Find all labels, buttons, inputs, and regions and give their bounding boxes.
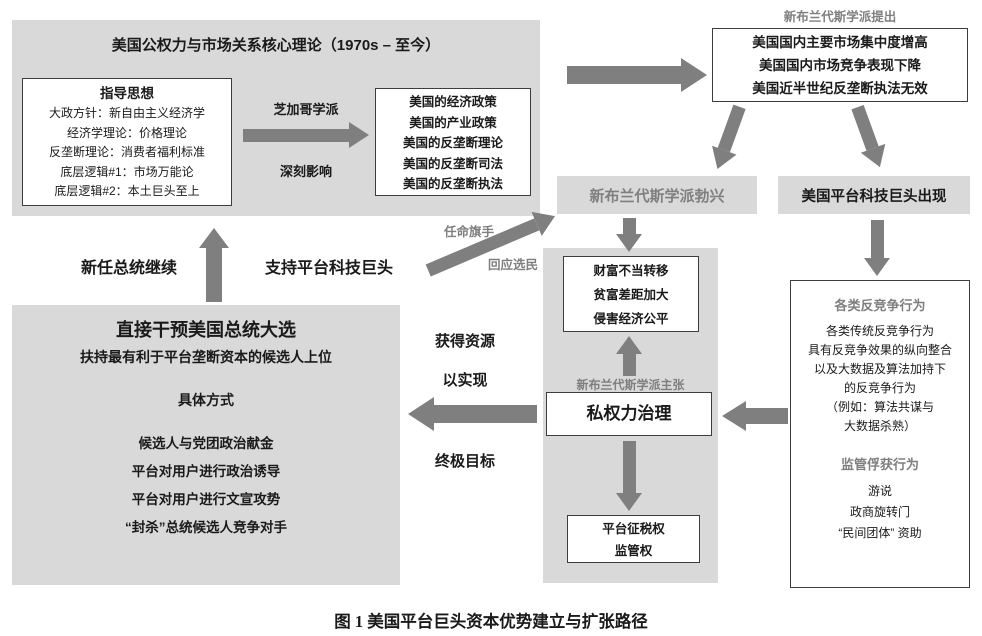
anticompetitive-line: 以及大数据及算法加持下 — [813, 362, 946, 376]
arrow-shaft — [851, 104, 880, 151]
arrow-head — [616, 234, 642, 252]
anticompetitive-header: 各类反竞争行为 — [834, 298, 926, 313]
arrow-shaft — [622, 218, 636, 234]
harms-box: 财富不当转移 贫富差距加大 侵害经济公平 — [563, 256, 699, 332]
harm-line: 贫富差距加大 — [593, 288, 669, 302]
guiding-ideology-box: 指导思想 大政方针：新自由主义经济学 经济学理论：价格理论 反垄断理论：消费者福… — [22, 78, 232, 206]
profound-influence-label: 深刻影响 — [279, 164, 332, 179]
guiding-title: 指导思想 — [100, 86, 154, 101]
arrow-head — [681, 58, 707, 92]
anticompetitive-line: 大数据杀熟） — [843, 419, 916, 433]
anticompetitive-line: （例如：算法共谋与 — [825, 400, 934, 414]
platform-giants-box: 美国平台科技巨头出现 — [778, 176, 970, 214]
policy-box: 美国的经济政策 美国的产业政策 美国的反垄断理论 美国的反垄断司法 美国的反垄断… — [375, 88, 531, 196]
proposal-box: 美国国内主要市场集中度增高 美国国内市场竞争表现下降 美国近半世纪反垄断执法无效 — [712, 28, 968, 102]
private-power-governance-box: 私权力治理 — [546, 392, 712, 436]
election-subtitle: 扶持最有利于平台垄断资本的候选人上位 — [80, 349, 332, 365]
power-line: 平台征税权 — [602, 522, 665, 536]
policy-line: 美国的产业政策 — [409, 115, 497, 130]
private-power-governance-label: 私权力治理 — [586, 404, 672, 423]
policy-line: 美国的经济政策 — [409, 95, 497, 109]
arrow-shaft — [746, 408, 788, 424]
arrow-down-right-icon — [845, 102, 893, 172]
arrow-shaft — [622, 441, 636, 493]
ultimate-goal-label: 终极目标 — [434, 453, 495, 470]
anticompetitive-line: 具有反竞争效果的纵向整合 — [807, 343, 952, 357]
regulatory-capture-lines: 游说 政商旋转门 “民间团体” 资助 — [791, 481, 969, 544]
brandeis-rise-label: 新布兰代斯学派勃兴 — [589, 187, 725, 205]
arrow-down-icon — [615, 218, 643, 252]
arrow-down-icon — [863, 220, 891, 276]
arrow-right-icon — [567, 58, 707, 92]
guiding-line: 经济学理论：价格理论 — [66, 125, 187, 140]
arrow-head — [349, 122, 369, 148]
regulatory-capture-line: 政商旋转门 — [849, 505, 910, 519]
method-item: “封杀”总统候选人竞争对手 — [125, 520, 287, 535]
arrow-head — [722, 401, 746, 431]
policy-line: 美国的反垄断司法 — [402, 156, 503, 171]
proposal-line: 美国近半世纪反垄断执法无效 — [752, 81, 928, 96]
election-panel — [12, 305, 400, 585]
arrow-down-icon — [615, 441, 643, 511]
anticompetitive-line: 各类传统反竞争行为 — [825, 324, 934, 338]
proposal-line: 美国国内主要市场集中度增高 — [752, 35, 928, 50]
arrow-shaft — [718, 104, 747, 153]
arrow-left-icon — [722, 401, 788, 431]
anticompetitive-box: 各类反竞争行为 各类传统反竞争行为 具有反竞争效果的纵向整合 以及大数据及算法加… — [790, 280, 970, 588]
harm-line: 财富不当转移 — [593, 264, 669, 278]
guiding-line: 反垄断理论：消费者福利标准 — [48, 145, 205, 159]
proposal-line: 美国国内市场竞争表现下降 — [759, 58, 921, 73]
methods-header: 具体方式 — [178, 392, 234, 408]
method-item: 平台对用户进行文宣攻势 — [131, 492, 281, 507]
platform-giants-label: 美国平台科技巨头出现 — [801, 188, 947, 205]
power-line: 监管权 — [614, 544, 653, 558]
arrow-shaft — [243, 128, 349, 142]
arrow-shaft — [567, 66, 681, 84]
arrow-head — [408, 397, 434, 431]
harm-line: 侵害经济公平 — [593, 312, 669, 326]
arrow-head — [705, 145, 737, 174]
figure-caption: 图 1 美国平台巨头资本优势建立与扩张路径 — [334, 612, 648, 631]
arrow-shaft — [206, 248, 222, 302]
arrow-head — [199, 228, 229, 248]
respond-voters-label: 回应选民 — [487, 258, 538, 272]
arrow-up-icon — [615, 336, 643, 376]
powers-box: 平台征税权 监管权 — [567, 515, 700, 563]
policy-line: 美国的反垄断理论 — [402, 136, 503, 150]
arrow-head — [616, 336, 642, 354]
method-item: 候选人与党团政治献金 — [138, 436, 274, 451]
advocate-label: 新布兰代斯学派主张 — [576, 378, 685, 392]
new-president-label: 新任总统继续 — [80, 260, 177, 277]
arrow-up-icon — [198, 228, 230, 302]
theory-title: 美国公权力与市场关系核心理论（1970s – 至今） — [111, 37, 441, 54]
proposal-source-label: 新布兰代斯学派提出 — [783, 10, 897, 24]
guiding-line: 底层逻辑#2：本土巨头至上 — [54, 184, 200, 198]
policy-line: 美国的反垄断执法 — [402, 177, 503, 191]
arrow-down-left-icon — [704, 102, 753, 174]
regulatory-capture-header: 监管俘获行为 — [840, 457, 919, 472]
arrow-right-icon — [243, 121, 369, 149]
election-title: 直接干预美国总统大选 — [116, 320, 296, 340]
regulatory-capture-line: “民间团体” 资助 — [838, 526, 922, 540]
obtain-resources-label: 获得资源 — [434, 333, 495, 350]
appoint-flagbearer-label: 任命旗手 — [443, 225, 494, 239]
arrow-left-icon — [408, 397, 537, 431]
regulatory-capture-line: 游说 — [867, 484, 892, 498]
anticompetitive-lines: 各类传统反竞争行为 具有反竞争效果的纵向整合 以及大数据及算法加持下 的反竞争行… — [791, 322, 969, 436]
arrow-shaft — [870, 220, 884, 258]
chicago-school-label: 芝加哥学派 — [273, 102, 339, 117]
brandeis-rise-box: 新布兰代斯学派勃兴 — [557, 176, 757, 214]
anticompetitive-line: 的反竞争行为 — [843, 381, 916, 395]
guiding-line: 底层逻辑#1：市场万能论 — [60, 164, 194, 179]
arrow-head — [616, 493, 642, 511]
guiding-line: 大政方针：新自由主义经济学 — [48, 106, 205, 120]
support-giants-label: 支持平台科技巨头 — [264, 260, 393, 277]
method-item: 平台对用户进行政治诱导 — [131, 464, 281, 479]
arrow-shaft — [434, 405, 537, 423]
arrow-shaft — [622, 354, 636, 376]
to-achieve-label: 以实现 — [442, 372, 488, 389]
arrow-head — [864, 258, 890, 276]
